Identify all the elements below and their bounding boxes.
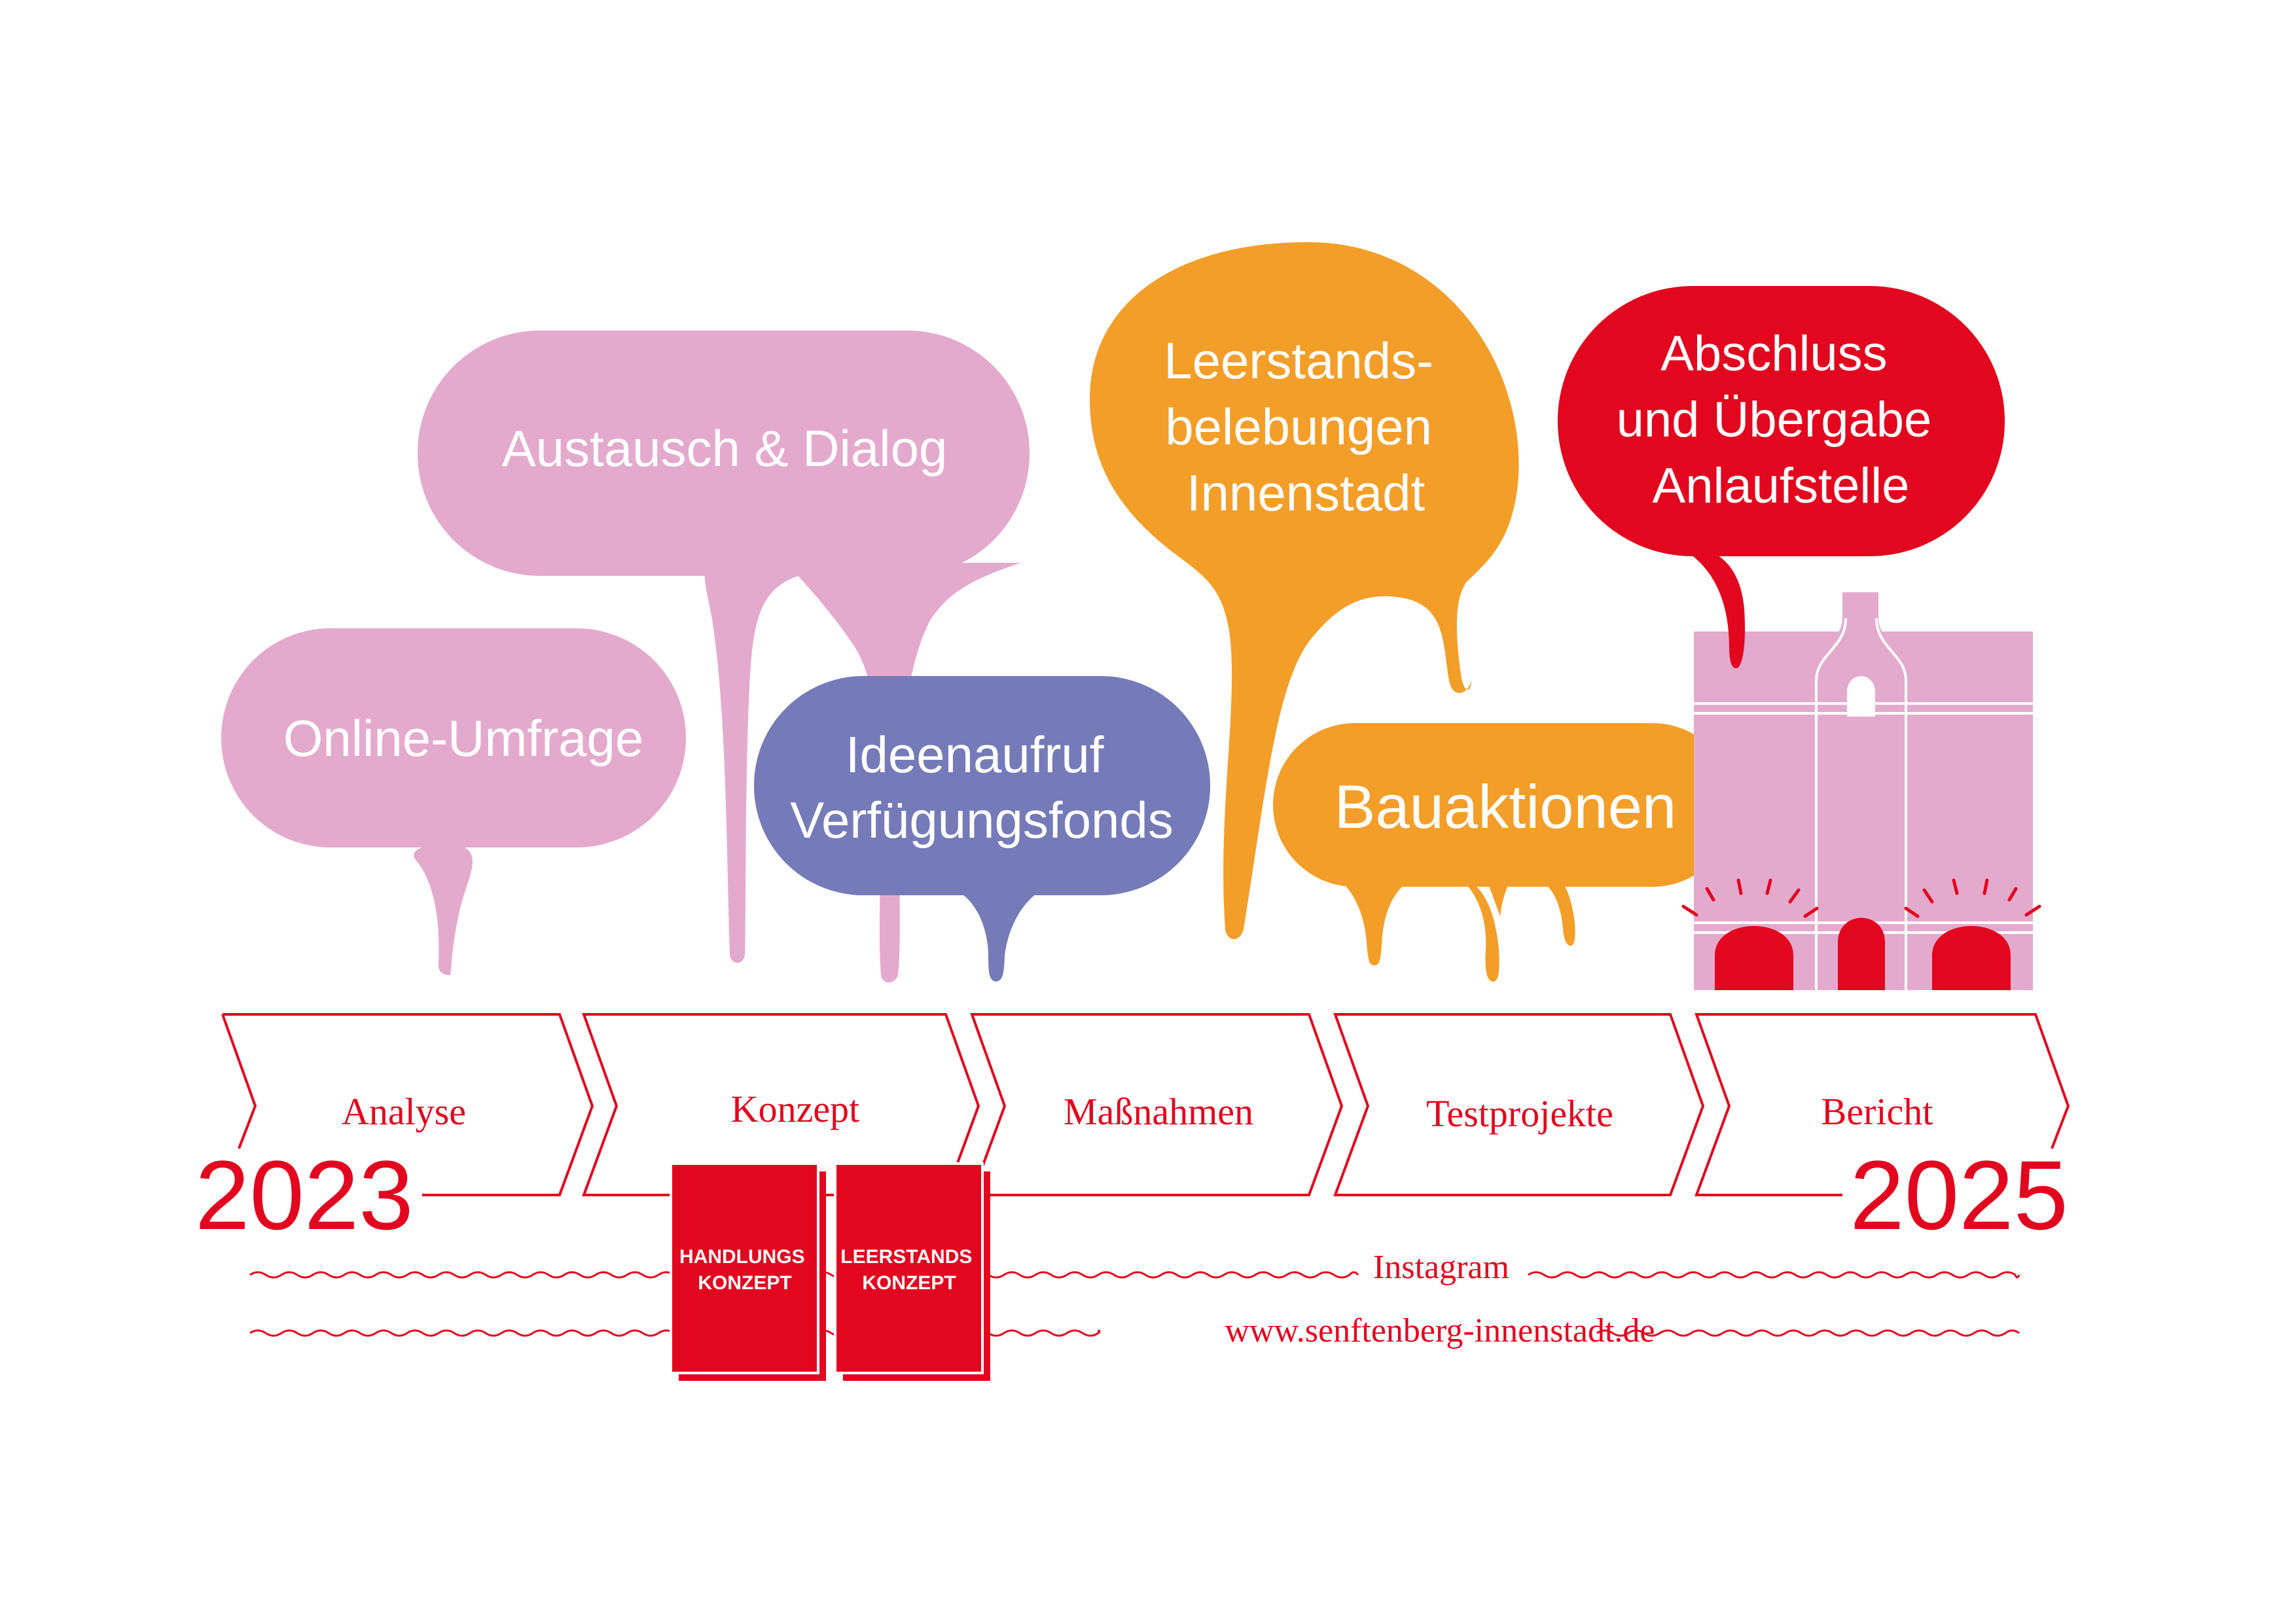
document-handlungskonzept: HANDLUNGS KONZEPT	[670, 1162, 826, 1381]
bubble-leerstandsbelebungen-body	[1090, 242, 1519, 939]
channel-lines	[249, 1271, 2020, 1337]
chevron-bericht	[1695, 1013, 2070, 1196]
bubble-ideenaufruf-tail	[942, 887, 1047, 982]
bubble-bauaktionen-drip-2	[1460, 877, 1512, 982]
phase-label-massnahmen: Maßnahmen	[1064, 1090, 1253, 1133]
phase-label-bericht: Bericht	[1821, 1090, 1933, 1133]
bubble-abschluss	[1558, 286, 2005, 669]
bubble-leerstandsbelebungen	[1090, 242, 1519, 939]
bubble-austausch-dialog-drip-left	[704, 563, 798, 963]
chevron-massnahmen	[970, 1013, 1344, 1196]
phase-chevrons	[221, 1013, 2070, 1196]
bubble-bauaktionen-drip-1	[1335, 877, 1414, 965]
svg-text:LEERSTANDS KONZEPT: LEERSTANDS KONZEPT	[840, 1246, 977, 1294]
building-door	[1838, 918, 1885, 990]
bubble-austausch-dialog-drip-right	[785, 563, 1021, 983]
bubble-online-umfrage	[221, 628, 686, 975]
document-leerstandskonzept: LEERSTANDS KONZEPT	[834, 1162, 990, 1381]
chevron-testprojekte	[1333, 1013, 1705, 1196]
bubble-abschluss-text: Abschluss und Übergabe Anlaufstelle	[1617, 326, 1946, 514]
bubble-bauaktionen-text: Bauaktionen	[1335, 772, 1677, 841]
building-light-rays	[1681, 878, 2041, 918]
town-hall-building	[1681, 592, 2041, 990]
channel-instagram[interactable]: Instagram	[1373, 1249, 1509, 1286]
bubble-bauaktionen-body	[1273, 723, 1734, 887]
phase-label-konzept: Konzept	[731, 1088, 860, 1130]
bubble-austausch-dialog	[418, 330, 1030, 983]
phase-label-testprojekte: Testprojekte	[1426, 1092, 1613, 1135]
year-start: 2023	[195, 1140, 414, 1250]
phase-label-analyse: Analyse	[342, 1090, 466, 1133]
bubble-leerstandsbelebungen-text: Leerstands- belebungen Innenstadt	[1164, 332, 1448, 522]
bubble-online-umfrage-body	[221, 628, 686, 847]
bubble-ideenaufruf-text: Ideenaufruf Verfügungsfonds	[790, 726, 1173, 849]
bubble-bauaktionen	[1273, 723, 1734, 982]
bubble-austausch-dialog-text: Austausch & Dialog	[502, 419, 948, 477]
building-arch-right	[1932, 926, 2011, 990]
channel-website[interactable]: www.senftenberg-innenstadt.de	[1225, 1312, 1655, 1349]
bubble-ideenaufruf-body	[754, 676, 1210, 895]
building-arch-left	[1715, 926, 1793, 990]
bubble-online-umfrage-text: Online-Umfrage	[283, 709, 644, 767]
bubble-abschluss-body	[1558, 286, 2005, 556]
bubble-abschluss-tail	[1689, 546, 1745, 669]
channel-website-line-right	[1596, 1329, 2020, 1337]
bubble-ideenaufruf	[754, 676, 1210, 982]
bubble-austausch-dialog-body	[418, 330, 1030, 576]
year-end: 2025	[1850, 1140, 2068, 1250]
channel-instagram-line-right	[1528, 1271, 2020, 1279]
bubble-bauaktionen-drip-3	[1525, 877, 1575, 946]
svg-text:HANDLUNGS KONZEPT: HANDLUNGS KONZEPT	[679, 1246, 810, 1294]
building-tower-window	[1847, 676, 1875, 717]
bubble-online-umfrage-tail	[414, 844, 473, 975]
building-tower-top	[1813, 592, 1908, 707]
